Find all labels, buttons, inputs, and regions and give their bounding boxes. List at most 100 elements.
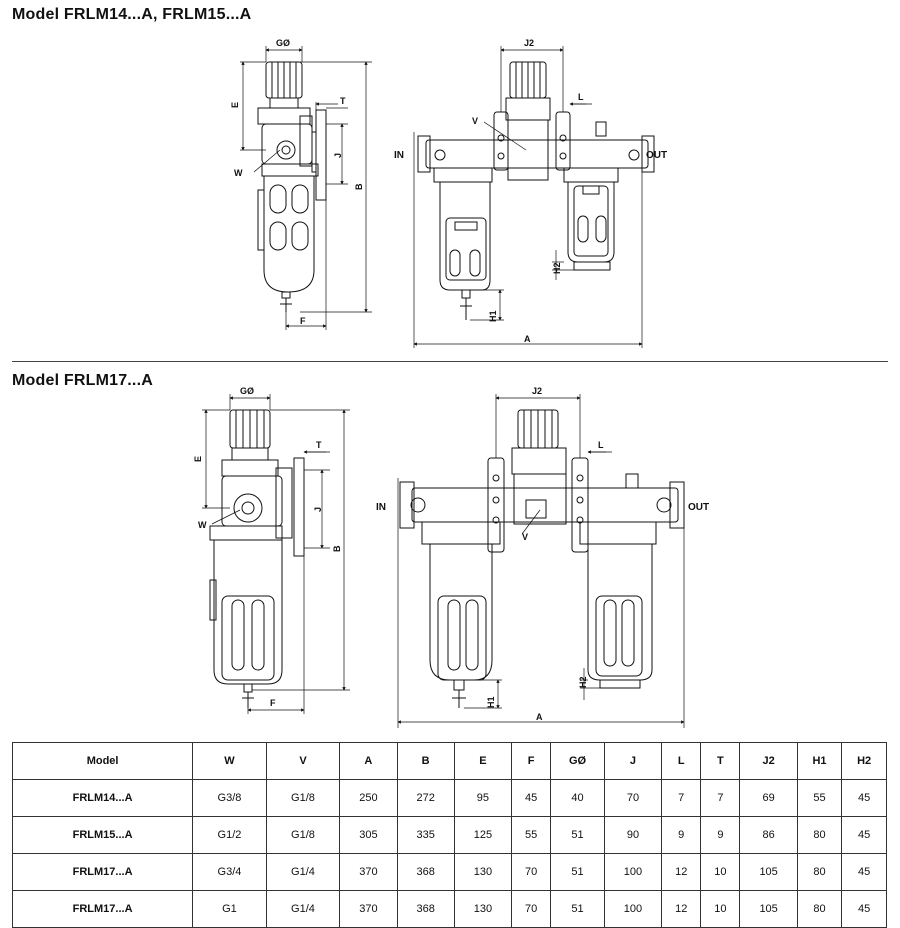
- table-cell-model: FRLM17...A: [11, 853, 194, 891]
- table-cell: 10: [700, 853, 741, 891]
- table-header: V: [265, 742, 341, 780]
- dim-label-b-2: B: [332, 545, 342, 552]
- table-cell: 51: [550, 816, 605, 854]
- table-cell: G1/2: [192, 816, 267, 854]
- table-cell: 370: [339, 890, 398, 928]
- table-row: FRLM15...A G1/2 G1/8 305 335 125 55 51 9…: [11, 816, 887, 854]
- table-cell: G1/8: [265, 779, 341, 817]
- dimensions-table: Model W V A B E F GØ J L T J2 H1 H2 FRLM…: [11, 742, 887, 928]
- table-cell: 55: [796, 779, 843, 817]
- table-cell: 125: [453, 816, 513, 854]
- dim-label-h1-2: H1: [486, 696, 496, 708]
- dim-label-j2-1: J2: [524, 38, 534, 48]
- dim-label-g-1: GØ: [276, 38, 290, 48]
- dim-label-l-1: L: [578, 92, 584, 102]
- table-cell: 70: [511, 890, 552, 928]
- table-cell: 70: [603, 779, 663, 817]
- table-cell: 272: [396, 779, 455, 817]
- table-cell: 12: [661, 890, 702, 928]
- table-cell: 95: [453, 779, 513, 817]
- section-divider: [12, 361, 888, 362]
- table-cell: 7: [700, 779, 741, 817]
- dim-label-e-1: E: [230, 102, 240, 108]
- table-cell: 51: [550, 853, 605, 891]
- table-cell: 250: [339, 779, 398, 817]
- table-cell: 100: [603, 853, 663, 891]
- table-cell: 70: [511, 853, 552, 891]
- table-row: FRLM14...A G3/8 G1/8 250 272 95 45 40 70…: [11, 779, 887, 817]
- dim-label-l-2: L: [598, 440, 604, 450]
- section-title-frlm14-15: Model FRLM14...A, FRLM15...A: [12, 6, 252, 23]
- dim-label-b-1: B: [354, 183, 364, 190]
- table-cell: 7: [661, 779, 702, 817]
- dim-label-h1-1: H1: [488, 310, 498, 322]
- dim-label-e-2: E: [193, 456, 203, 462]
- table-cell: 69: [739, 779, 798, 817]
- table-cell: 10: [700, 890, 741, 928]
- dim-label-t-1: T: [340, 96, 346, 106]
- table-header: J2: [739, 742, 798, 780]
- dim-label-w-2: W: [198, 520, 207, 530]
- table-cell: 51: [550, 890, 605, 928]
- dim-label-a-2: A: [536, 712, 543, 722]
- table-header: F: [511, 742, 552, 780]
- drawing-side-view-1: [257, 61, 327, 312]
- table-cell-model: FRLM17...A: [11, 890, 194, 928]
- dim-label-j-1: J: [333, 153, 343, 158]
- table-header-row: Model W V A B E F GØ J L T J2 H1 H2: [11, 742, 887, 780]
- dimension-lines-4: [397, 394, 685, 728]
- table-cell: 370: [339, 853, 398, 891]
- table-header: Model: [11, 742, 194, 780]
- dim-label-h2-2: H2: [578, 676, 588, 688]
- table-header: T: [700, 742, 741, 780]
- dim-label-f-1: F: [300, 316, 306, 326]
- table-cell: 105: [739, 853, 798, 891]
- table-header: H1: [796, 742, 843, 780]
- table-cell: G3/8: [192, 779, 267, 817]
- table-cell: 80: [796, 890, 843, 928]
- dim-label-t-2: T: [316, 440, 322, 450]
- table-header: B: [396, 742, 455, 780]
- table-cell: G1/4: [265, 890, 341, 928]
- dim-label-v-1: V: [472, 116, 478, 126]
- table-cell: 130: [453, 890, 513, 928]
- table-cell: 55: [511, 816, 552, 854]
- table-cell: 100: [603, 890, 663, 928]
- dim-label-h2-1: H2: [552, 262, 562, 274]
- table-cell: G1/8: [265, 816, 341, 854]
- dim-label-g-2: GØ: [240, 386, 254, 396]
- table-cell: 45: [841, 890, 887, 928]
- table-cell: 45: [511, 779, 552, 817]
- dimension-lines-2: [413, 46, 643, 348]
- table-cell: 80: [796, 816, 843, 854]
- table-cell: 335: [396, 816, 455, 854]
- dim-label-f-2: F: [270, 698, 276, 708]
- table-cell-model: FRLM14...A: [11, 779, 194, 817]
- table-row: FRLM17...A G3/4 G1/4 370 368 130 70 51 1…: [11, 853, 887, 891]
- technical-drawings: GØ E T J B W F: [193, 38, 709, 728]
- table-header: W: [192, 742, 267, 780]
- table-cell: 45: [841, 853, 887, 891]
- table-cell: 130: [453, 853, 513, 891]
- table-cell: 40: [550, 779, 605, 817]
- table-header: GØ: [550, 742, 605, 780]
- dim-label-v-2: V: [522, 532, 528, 542]
- table-cell: 9: [661, 816, 702, 854]
- table-cell: G1: [192, 890, 267, 928]
- table-cell: 86: [739, 816, 798, 854]
- dim-label-w-1: W: [234, 168, 243, 178]
- section-title-frlm17: Model FRLM17...A: [12, 372, 153, 389]
- drawing-front-view-1: [417, 61, 655, 320]
- table-cell: G3/4: [192, 853, 267, 891]
- table-cell: 45: [841, 816, 887, 854]
- dimension-lines-1: [240, 46, 372, 330]
- port-label-out-2: OUT: [688, 502, 709, 513]
- table-cell: 105: [739, 890, 798, 928]
- table-cell: 12: [661, 853, 702, 891]
- table-header: J: [603, 742, 663, 780]
- dim-label-a-1: A: [524, 334, 531, 344]
- port-label-in-2: IN: [376, 502, 386, 513]
- port-label-in-1: IN: [394, 150, 404, 161]
- table-header: H2: [841, 742, 887, 780]
- dimension-lines-3: [202, 394, 350, 714]
